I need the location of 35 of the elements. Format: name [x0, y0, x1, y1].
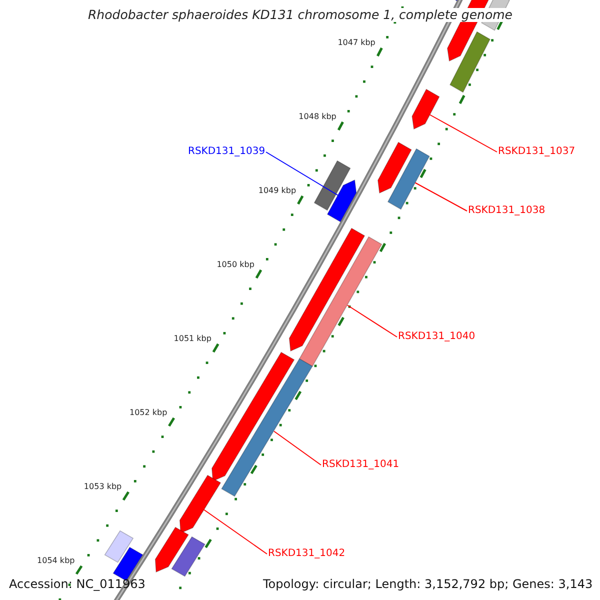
scale-label: 1053 kbp — [84, 482, 122, 492]
gene-block — [412, 88, 440, 130]
scale-label: 1049 kbp — [258, 186, 296, 196]
scale-label: 1050 kbp — [216, 260, 254, 270]
gene-block — [314, 160, 351, 211]
gene-block — [387, 148, 430, 210]
scale-label: 1054 kbp — [37, 556, 75, 566]
leader-line — [429, 114, 498, 152]
gene-block — [221, 358, 313, 497]
gene-label: RSKD131_1042 — [268, 548, 346, 560]
gene-label: RSKD131_1040 — [398, 331, 476, 342]
leader-line — [203, 509, 268, 554]
gene-block — [171, 536, 206, 577]
accession-text: Accession: NC_011963 — [8, 577, 146, 593]
genome-info-text: Topology: circular; Length: 3,152,792 bp; Genes: 3,143 — [262, 577, 594, 593]
gene-block — [288, 228, 366, 352]
gene-block — [298, 236, 382, 367]
gene-label: RSKD131_1037 — [498, 146, 576, 158]
leader-line — [346, 304, 398, 338]
scale-label: 1051 kbp — [174, 334, 212, 344]
gene-label: RSKD131_1039 — [188, 146, 266, 158]
gene-block — [326, 179, 357, 222]
gene-block — [154, 526, 189, 573]
scale-label: 1052 kbp — [130, 408, 168, 418]
gene-block — [449, 31, 491, 93]
gene-label: RSKD131_1038 — [468, 205, 546, 216]
gene-label: RSKD131_1041 — [322, 459, 400, 470]
gene-block — [179, 474, 222, 534]
leader-line — [266, 152, 338, 196]
gene-block — [377, 142, 412, 194]
scale-label: 1047 kbp — [338, 38, 376, 48]
gene-block — [104, 530, 134, 563]
scale-label: 1048 kbp — [298, 112, 336, 122]
leader-line — [414, 182, 468, 212]
gene-block — [212, 352, 295, 482]
